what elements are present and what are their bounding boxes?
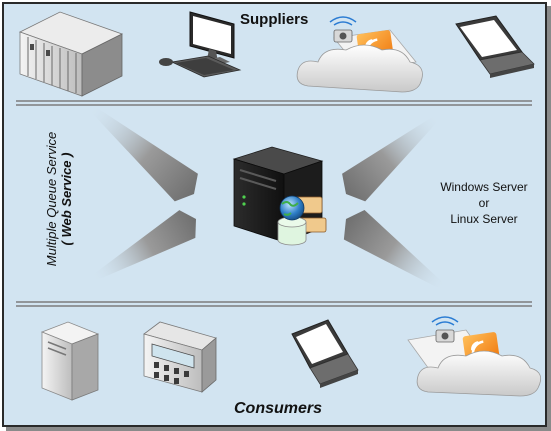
consumers-title: Consumers	[234, 400, 323, 417]
suppliers-title: Suppliers	[240, 11, 309, 28]
queue-service-line-1: Multiple Queue Service	[44, 131, 59, 267]
server-os-line-2: or	[478, 196, 490, 210]
laptop-icon	[455, 15, 535, 78]
rss-cloud-feed-icon	[407, 316, 542, 397]
laptop-icon	[291, 319, 359, 388]
tower-server-icon	[40, 321, 100, 401]
server-os-line-1: Windows Server	[440, 180, 528, 194]
diagram-frame: Suppliers Consumers Windows Server or Li…	[2, 2, 547, 427]
queue-service-line-2: ( Web Service )	[59, 152, 74, 246]
arrow-mid-left	[90, 210, 196, 282]
arrow-top-right	[342, 114, 440, 202]
control-device-icon	[143, 321, 217, 393]
queue-service-label: Multiple Queue Service ( Web Service )	[44, 132, 74, 266]
arrow-top-left	[88, 104, 198, 202]
rss-cloud-feed-icon	[296, 16, 423, 93]
server-os-line-3: Linux Server	[450, 212, 518, 226]
web-server-icon	[232, 146, 327, 246]
arrow-bottom-right	[343, 209, 447, 291]
desktop-computer-icon	[159, 11, 242, 78]
diagram-canvas	[16, 11, 542, 401]
top-divider	[16, 100, 532, 106]
server-os-label: Windows Server or Linux Server	[429, 179, 539, 227]
blade-server-rack-icon	[18, 11, 124, 97]
bottom-divider	[16, 301, 532, 307]
